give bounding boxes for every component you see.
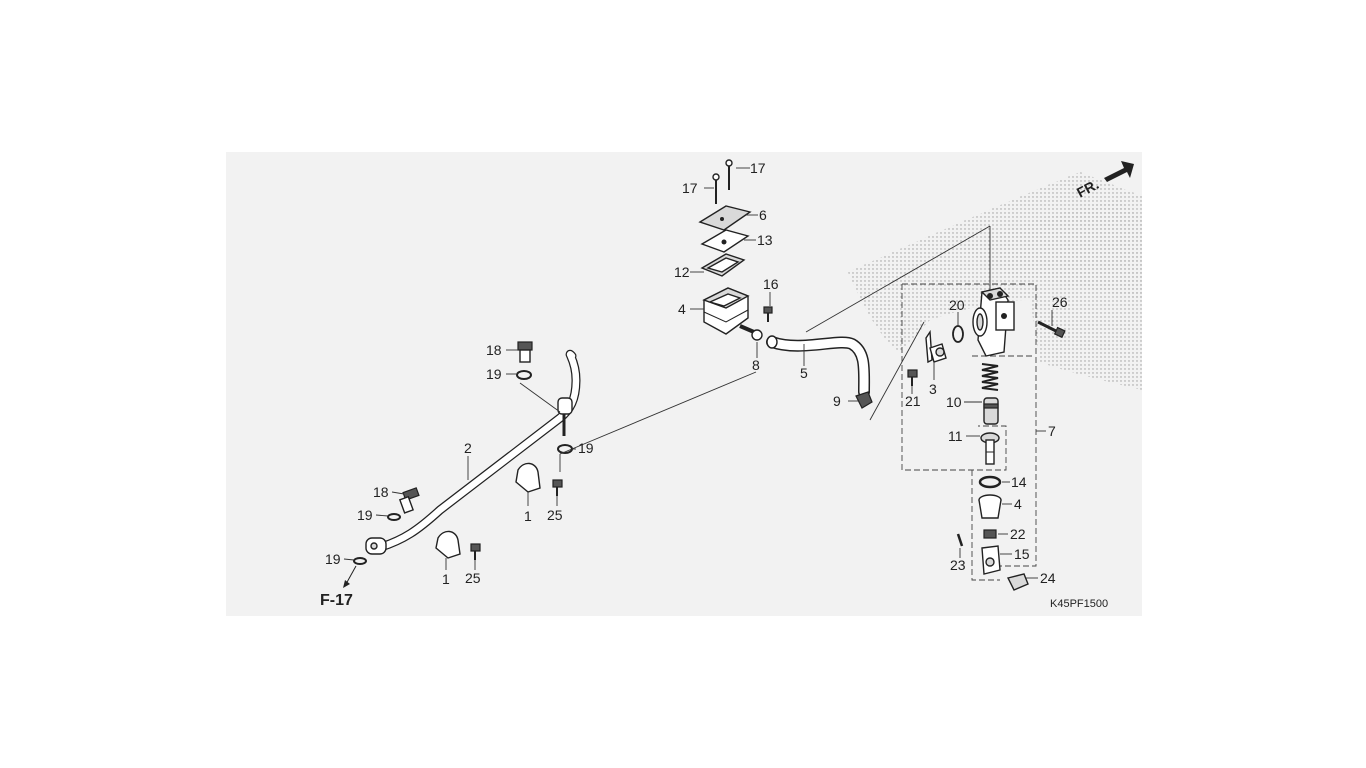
hardware [343,341,573,588]
callout: 22 [1010,526,1026,542]
reservoir-hose [766,335,873,409]
reservoir-assembly [698,159,773,341]
callout: 3 [929,381,937,397]
callout: 24 [1040,570,1056,586]
callout: 11 [948,428,963,444]
drawing-code: K45PF1500 [1050,598,1108,610]
callout: 4 [1014,496,1022,512]
callout: 1 [442,571,450,587]
callout-labels: 17 17 6 13 12 4 16 8 5 9 20 26 3 21 10 1… [320,160,1108,610]
callout: 15 [1014,546,1030,562]
callout: 6 [759,207,767,223]
callout: 13 [757,232,773,248]
callout: 16 [763,276,779,292]
callout: 19 [357,507,373,523]
callout: 23 [950,557,966,573]
callout: 17 [750,160,766,176]
leader-lines [343,167,1053,579]
callout: 18 [486,342,502,358]
callout: 14 [1011,474,1027,490]
callout: 26 [1052,294,1068,310]
callout: 19 [325,551,341,567]
callout: 7 [1048,423,1056,439]
callout: 18 [373,484,389,500]
callout: 21 [905,393,921,409]
callout: 8 [752,357,760,373]
callout: 25 [465,570,481,586]
brake-pipe [365,349,581,555]
frame-silhouette [848,172,1142,390]
callout: 4 [678,301,686,317]
callout: 19 [578,440,594,456]
callout: 25 [547,507,563,523]
callout: 9 [833,393,841,409]
callout: 20 [949,297,965,313]
callout: 19 [486,366,502,382]
callout: 10 [946,394,962,410]
callout: 5 [800,365,808,381]
callout: 12 [674,264,690,280]
reference-label: F-17 [320,592,353,609]
callout: 1 [524,508,532,524]
front-arrow-icon [1104,161,1134,182]
callout: 17 [682,180,698,196]
callout: 2 [464,440,472,456]
master-cylinder-assembly [901,283,1066,591]
